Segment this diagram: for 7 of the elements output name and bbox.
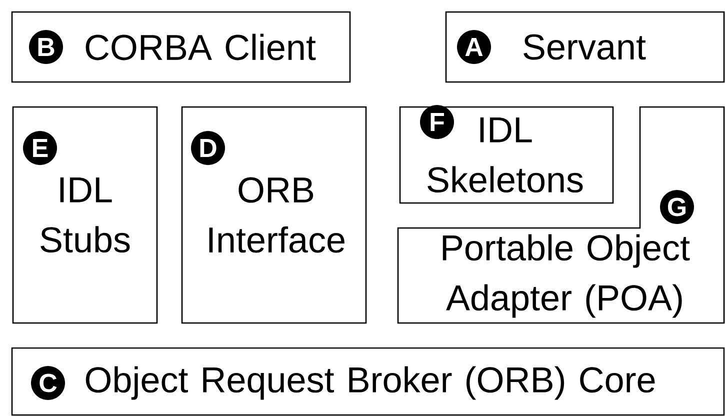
- letter-badge: G: [660, 190, 694, 224]
- letter-badge: A: [457, 30, 491, 64]
- letter-badge: F: [420, 105, 454, 139]
- letter-badge: C: [31, 366, 65, 400]
- letter-badge: D: [191, 131, 225, 165]
- letter-badge: E: [23, 131, 57, 165]
- letter-badge: B: [29, 30, 63, 64]
